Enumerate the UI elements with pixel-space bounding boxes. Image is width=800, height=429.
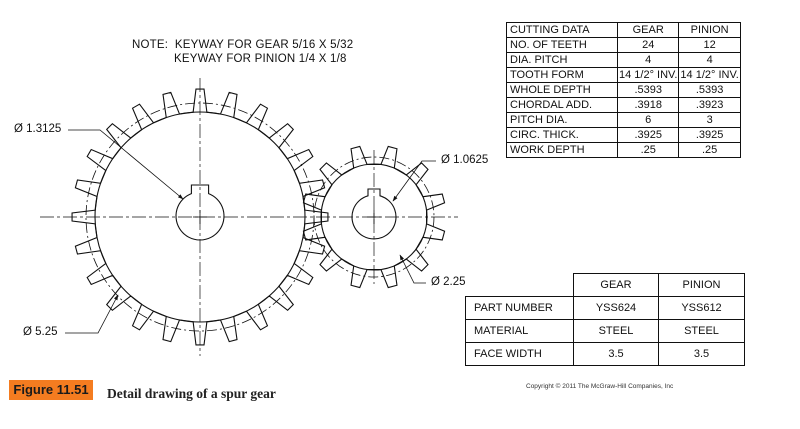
table-cell: 14 1/2° INV. [678, 67, 741, 83]
table-row: WHOLE DEPTH.5393.5393 [506, 82, 741, 98]
header-cell: GEAR [616, 22, 680, 38]
figure-caption: Detail drawing of a spur gear [107, 386, 276, 401]
table-cell: CIRC. THICK. [506, 127, 618, 143]
gear-bore-dimension: Ø 1.3125 [13, 123, 63, 135]
table-cell: 3 [678, 112, 741, 128]
center-marks [193, 210, 381, 224]
gear-pitch-dimension: Ø 5.25 [22, 326, 59, 338]
table-cell: TOOTH FORM [506, 67, 618, 83]
table-cell: .3925 [616, 127, 680, 143]
table-cell: 14 1/2° INV. [616, 67, 680, 83]
note-line-2: KEYWAY FOR PINION 1/4 X 1/8 [174, 53, 347, 65]
leader-pinion-bore [392, 160, 436, 202]
part-header-row: GEAR PINION [465, 273, 745, 297]
table-cell: YSS612 [658, 296, 745, 320]
blank-header-cell [465, 273, 574, 297]
table-row: WORK DEPTH.25.25 [506, 142, 741, 158]
header-cell: CUTTING DATA [506, 22, 618, 38]
table-row: CIRC. THICK..3925.3925 [506, 127, 741, 143]
table-cell: .25 [678, 142, 741, 158]
leader-gear-pitch [65, 294, 119, 334]
table-row: CHORDAL ADD..3918.3923 [506, 97, 741, 113]
table-cell: NO. OF TEETH [506, 37, 618, 53]
header-cell: GEAR [573, 273, 659, 297]
large-gear-bore [175, 184, 225, 241]
pinion-bore [351, 188, 397, 240]
table-cell: 4 [678, 52, 741, 68]
table-cell: 12 [678, 37, 741, 53]
note-line-1: NOTE: KEYWAY FOR GEAR 5/16 X 5/32 [132, 39, 354, 51]
table-cell: .3923 [678, 97, 741, 113]
table-cell: 6 [616, 112, 680, 128]
table-cell: 4 [616, 52, 680, 68]
table-cell: 3.5 [658, 342, 745, 366]
table-cell: WORK DEPTH [506, 142, 618, 158]
table-cell: MATERIAL [465, 319, 574, 343]
pinion-pitch-dimension: Ø 2.25 [430, 276, 467, 288]
copyright-text: Copyright © 2011 The McGraw-Hill Compani… [526, 383, 674, 390]
table-cell: 3.5 [573, 342, 659, 366]
figure-number-badge: Figure 11.51 [9, 380, 93, 400]
table-cell: FACE WIDTH [465, 342, 574, 366]
pinion-bore-dimension: Ø 1.0625 [440, 154, 490, 166]
leader-lines [65, 129, 436, 334]
table-cell: STEEL [658, 319, 745, 343]
leader-gear-bore [68, 129, 184, 200]
table-cell: .5393 [678, 82, 741, 98]
table-cell: DIA. PITCH [506, 52, 618, 68]
table-cell: CHORDAL ADD. [506, 97, 618, 113]
table-cell: YSS624 [573, 296, 659, 320]
table-cell: 24 [616, 37, 680, 53]
table-cell: .5393 [616, 82, 680, 98]
table-cell: .3918 [616, 97, 680, 113]
table-cell: .25 [616, 142, 680, 158]
table-cell: PART NUMBER [465, 296, 574, 320]
cutting-header-row: CUTTING DATA GEAR PINION [506, 22, 741, 38]
header-cell: PINION [658, 273, 745, 297]
table-cell: STEEL [573, 319, 659, 343]
leader-pinion-pitch [399, 254, 426, 284]
table-cell: PITCH DIA. [506, 112, 618, 128]
header-cell: PINION [678, 22, 741, 38]
table-cell: .3925 [678, 127, 741, 143]
table-cell: WHOLE DEPTH [506, 82, 618, 98]
